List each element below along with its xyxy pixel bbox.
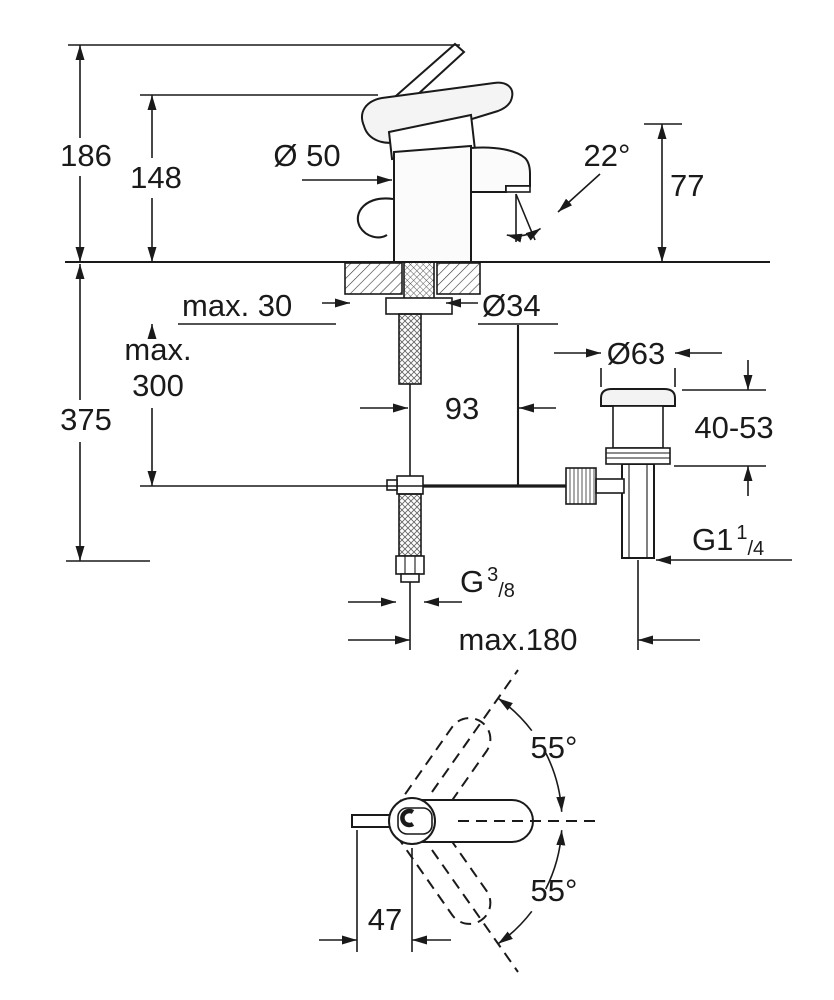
rod-guide-tab [386,479,398,491]
center-distance-label: max.180 [459,622,578,657]
body-diameter-label: Ø 50 [273,138,340,173]
angle-arc [506,227,542,243]
pop-up-linkage [423,325,566,488]
hole-diameter-label: Ø34 [482,288,541,323]
swivel-arc-upper-1 [544,752,566,812]
height-to-deck-label: 148 [130,160,182,195]
waste-locking-band [605,447,671,465]
ref-line-lower-55 [431,849,519,973]
rod-guide-fitting [396,475,424,495]
outlet-height-label: 77 [670,168,704,203]
mounting-deck [65,260,770,315]
hose-length-label-line2: 300 [132,368,184,403]
dimensions-side-view: 186 148 Ø 50 22° 77 max. 30 Ø34 max. 300 [60,44,792,657]
overall-height-label: 186 [60,138,112,173]
waste-upper-body [612,405,664,449]
side-hook-detail [356,197,394,239]
swivel-arc-upper-2 [497,697,533,732]
supply-hoses [386,313,425,583]
supply-nut [395,555,425,575]
flex-hose-lower [398,493,422,557]
swivel-upper-label: 55° [531,730,578,765]
faucet-side-view [356,42,531,301]
handle-slot-detail [400,808,415,828]
spout-angle-label: 22° [584,138,631,173]
waste-diameter-label: Ø63 [607,336,666,371]
swivel-lower-label: 55° [531,873,578,908]
mounting-nut [385,297,453,315]
pop-up-waste [565,388,676,559]
handle-blade [361,81,514,144]
waste-range-label: 40-53 [694,410,773,445]
rod-offset-label: 93 [445,391,479,426]
spout-angle-leader [557,173,601,213]
waste-flange [600,388,676,407]
spout-tip-top-view [351,814,393,828]
swivel-arc-lower-1 [544,830,566,890]
swivel-arc-lower-2 [497,910,533,945]
overall-depth-label: 375 [60,402,112,437]
faucet-top-view: 55° 55° 47 [319,669,595,973]
faucet-body [393,144,472,263]
deck-section-left [344,262,403,295]
deck-section-right [436,262,481,295]
handle-inner-detail [397,807,433,835]
waste-tailpiece [621,463,655,559]
knurled-pivot-knob [565,467,597,505]
ref-line-upper-55 [431,669,519,793]
spout [470,146,531,193]
supply-nut-tip [400,573,420,583]
pivot-stem [595,478,625,494]
aerator-outlet [505,185,531,193]
spout-to-center-label: 47 [368,902,402,937]
hose-length-label-line1: max. [124,332,191,367]
deck-thickness-label: max. 30 [182,288,292,323]
flex-hose-upper [398,313,422,385]
